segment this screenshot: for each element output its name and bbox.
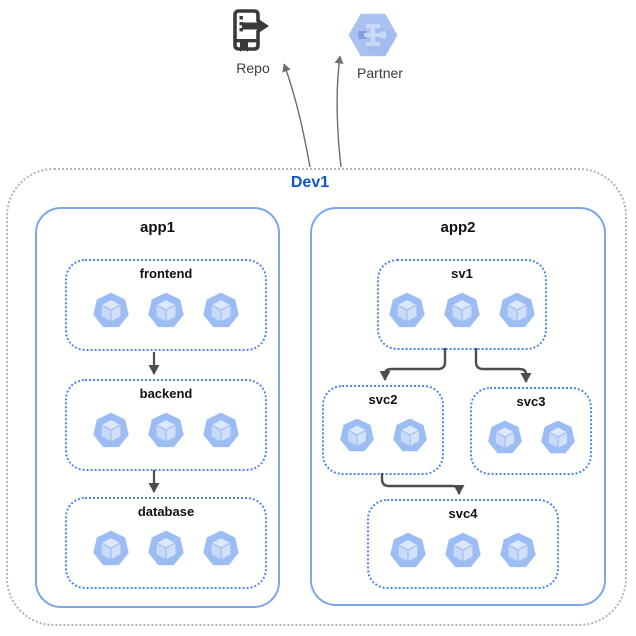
pod-icon: [442, 530, 484, 572]
svc3-pods: [485, 418, 578, 458]
frontend-label: frontend: [139, 266, 193, 281]
database-label: database: [137, 504, 195, 519]
service-box-backend: backend: [65, 379, 267, 471]
pod-icon: [496, 290, 538, 332]
partner-hexagon-icon: [348, 13, 398, 57]
pod-icon: [337, 416, 377, 456]
pod-icon: [145, 290, 187, 332]
pod-icon: [538, 418, 578, 458]
svc2-label: svc2: [368, 392, 398, 407]
service-box-database: database: [65, 497, 267, 589]
pod-icon: [386, 290, 428, 332]
pod-icon: [90, 290, 132, 332]
service-box-frontend: frontend: [65, 259, 267, 351]
app-box-app1: app1 frontend backend database: [35, 207, 280, 608]
app1-title: app1: [139, 219, 175, 236]
pod-icon: [200, 290, 242, 332]
frontend-pods: [90, 290, 242, 332]
service-box-svc2: svc2: [322, 385, 444, 475]
partner-label: Partner: [357, 65, 403, 81]
pod-icon: [90, 528, 132, 570]
pod-icon: [90, 410, 132, 452]
source-repository-icon: [233, 9, 269, 52]
pod-icon: [390, 416, 430, 456]
pod-icon: [441, 290, 483, 332]
pod-icon: [200, 528, 242, 570]
svc4-pods: [387, 530, 539, 572]
service-box-svc3: svc3: [470, 387, 592, 475]
service-box-sv1: sv1: [377, 259, 547, 350]
pod-icon: [387, 530, 429, 572]
backend-pods: [90, 410, 242, 452]
repo-label: Repo: [236, 60, 270, 76]
svc3-label: svc3: [516, 394, 546, 409]
app-box-app2: app2 sv1 svc2 svc3 svc4: [310, 207, 606, 606]
pod-icon: [497, 530, 539, 572]
pod-icon: [485, 418, 525, 458]
pod-icon: [145, 528, 187, 570]
arrow-dev1-repo: [282, 63, 311, 168]
service-box-svc4: svc4: [367, 499, 559, 589]
svc2-pods: [337, 416, 430, 456]
database-pods: [90, 528, 242, 570]
sv1-label: sv1: [451, 266, 473, 281]
sv1-pods: [386, 290, 538, 332]
backend-label: backend: [139, 386, 193, 401]
pod-icon: [145, 410, 187, 452]
pod-icon: [200, 410, 242, 452]
app2-title: app2: [440, 219, 476, 236]
environment-label: Dev1: [290, 174, 330, 191]
environment-box-dev1: [6, 168, 627, 626]
svc4-label: svc4: [448, 506, 478, 521]
